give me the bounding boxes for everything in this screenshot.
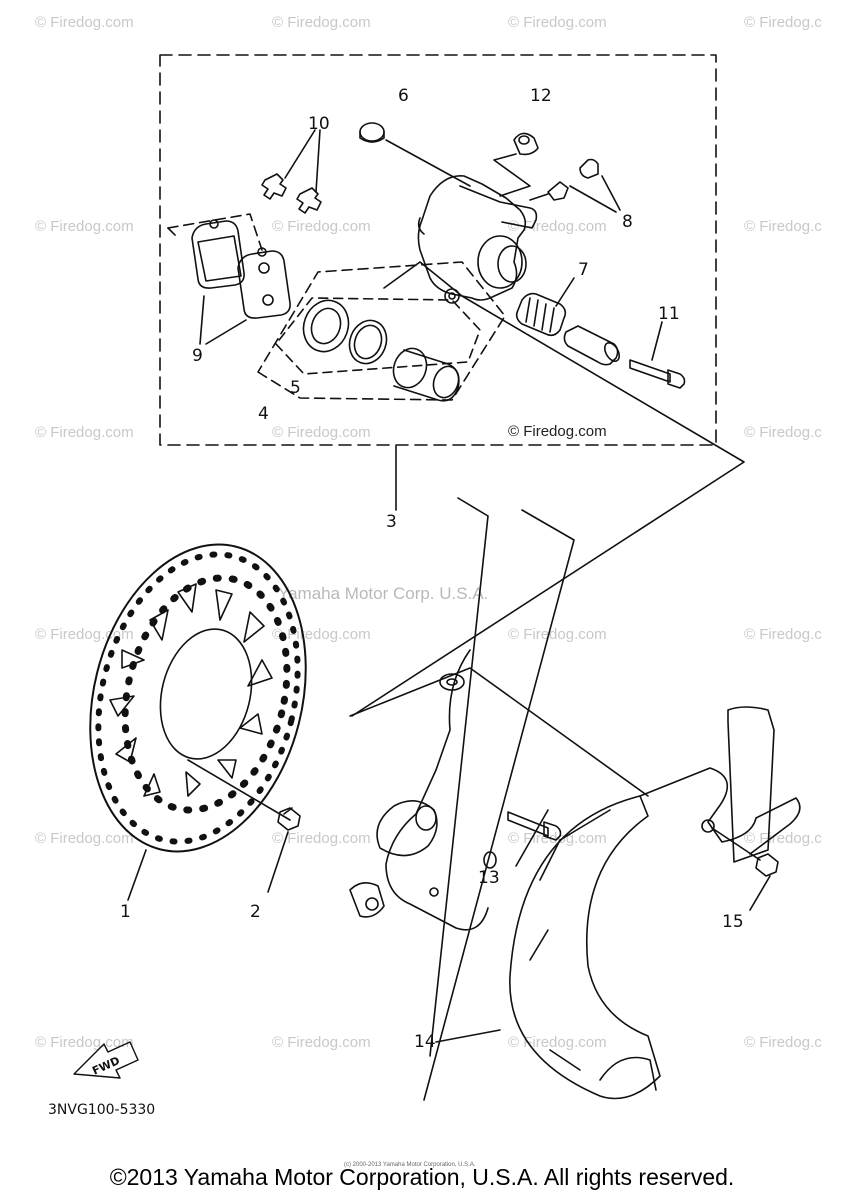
watermark: © Firedog.com: [272, 1034, 371, 1051]
callout-5: 5: [290, 378, 301, 398]
pad-clip-right: [296, 187, 322, 214]
bleed-cap: [359, 122, 385, 143]
watermark: © Firedog.c: [744, 626, 822, 643]
watermark: © Firedog.com: [508, 626, 607, 643]
watermark-inner: © Firedog.com: [508, 423, 607, 440]
watermark: © Firedog.c: [744, 424, 822, 441]
disc-guard: [509, 706, 801, 1100]
watermark: © Firedog.com: [272, 626, 371, 643]
pin-sleeve: [563, 325, 621, 366]
callout-13: 13: [478, 868, 500, 888]
pad-group-box: [167, 213, 263, 251]
watermark: © Firedog.com: [35, 830, 134, 847]
watermark: © Firedog.com: [35, 424, 134, 441]
fine-print: (c) 2000-2013 Yamaha Motor Corporation, …: [344, 1162, 476, 1168]
copyright-footer: ©2013 Yamaha Motor Corporation, U.S.A. A…: [109, 1164, 735, 1190]
callout-10: 10: [308, 114, 330, 134]
guide-boot: [515, 292, 567, 337]
watermark: © Firedog.com: [35, 1034, 134, 1051]
watermark: © Firedog.com: [272, 830, 371, 847]
diagram-code: 3NVG100-5330: [48, 1102, 156, 1118]
bleed-screw-large: [579, 158, 599, 179]
callout-12: 12: [530, 86, 552, 106]
watermark: © Firedog.c: [744, 218, 822, 235]
caliper-bolt: [629, 359, 686, 389]
callout-14: 14: [414, 1032, 436, 1052]
guard-screw: [711, 827, 779, 877]
fork-bolt: [507, 811, 562, 841]
caliper-assembly-box: [159, 54, 717, 446]
seal-group-box: [275, 297, 481, 375]
caliper-body: [417, 175, 538, 304]
callout-3: 3: [386, 512, 397, 532]
watermark: © Firedog.com: [35, 14, 134, 31]
piston-seal: [302, 299, 350, 353]
bleed-screw-small: [529, 181, 569, 201]
watermark: © Firedog.com: [508, 1034, 607, 1051]
piston-group-box: [257, 261, 506, 401]
dust-seal: [348, 319, 388, 365]
callout-8: 8: [622, 212, 633, 232]
brake-pad-rear: [237, 247, 291, 319]
watermark: © Firedog.com: [508, 218, 607, 235]
disc-bolt: [277, 807, 301, 831]
brake-pad-front: [191, 219, 245, 289]
callout-6: 6: [398, 86, 409, 106]
watermark: © Firedog.c: [744, 14, 822, 31]
callout-11: 11: [658, 304, 680, 324]
watermark: © Firedog.com: [508, 14, 607, 31]
rubber-boot: [513, 132, 539, 156]
caliper-piston: [392, 347, 460, 402]
watermark: © Firedog.com: [272, 424, 371, 441]
callout-9: 9: [192, 346, 203, 366]
front-fork: [349, 497, 575, 1101]
callout-1: 1: [120, 902, 131, 922]
watermark: © Firedog.c: [744, 1034, 822, 1051]
pad-clip-left: [261, 173, 287, 200]
callout-2: 2: [250, 902, 261, 922]
watermark: © Firedog.com: [272, 218, 371, 235]
brake-disc: [89, 543, 307, 853]
callout-7: 7: [578, 260, 589, 280]
callout-15: 15: [722, 912, 744, 932]
watermark: © Firedog.c: [744, 830, 822, 847]
watermark: © Firedog.com: [35, 218, 134, 235]
fwd-label: FWD: [90, 1054, 122, 1078]
fwd-arrow-icon: FWD: [73, 1041, 139, 1079]
callout-4: 4: [258, 404, 269, 424]
watermark-center: Yamaha Motor Corp. U.S.A.: [278, 584, 489, 603]
watermark: © Firedog.com: [272, 14, 371, 31]
